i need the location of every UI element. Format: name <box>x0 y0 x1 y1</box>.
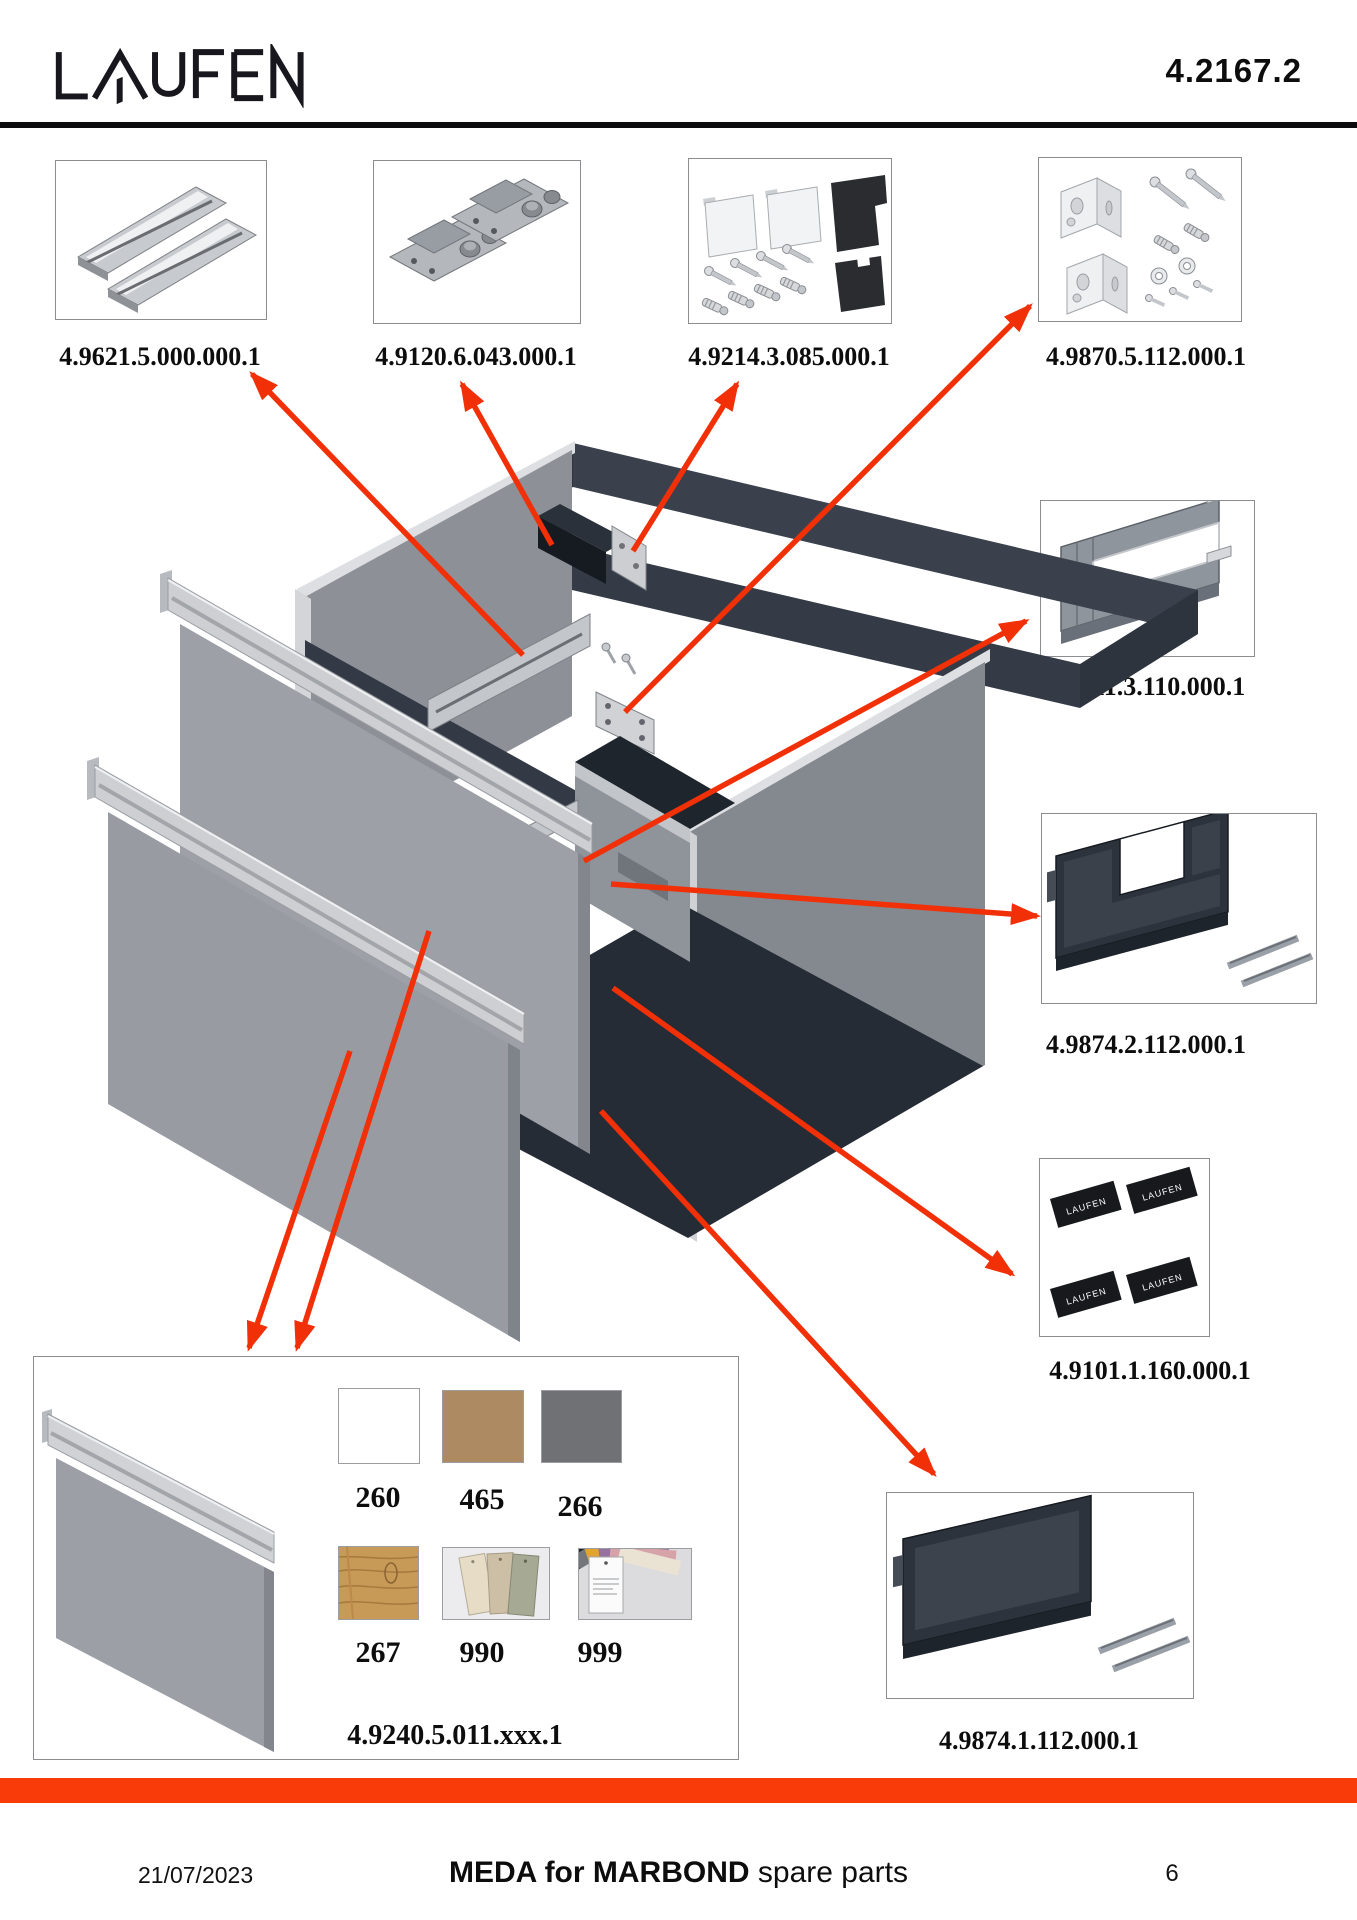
part-number: 4.9101.1.160.000.1 <box>1049 1356 1251 1385</box>
part-thumb-fixation-set <box>688 158 892 324</box>
footer-accent-bar <box>0 1778 1357 1803</box>
part-number: 4.9120.6.043.000.1 <box>375 342 577 371</box>
finish-swatch-260 <box>338 1388 420 1464</box>
paint-samples-icon <box>443 1548 549 1619</box>
part-number: 4.9874.1.112.000.1 <box>938 1726 1140 1755</box>
part-thumb-logo-stickers: LAUFEN LAUFEN LAUFEN LAUFEN <box>1039 1158 1210 1337</box>
part-thumb-drawer-mechanism <box>373 160 581 324</box>
finish-swatch-267-wood <box>338 1546 419 1620</box>
finish-swatch-266 <box>541 1390 622 1463</box>
finish-code: 260 <box>355 1481 401 1514</box>
footer-suffix: spare parts <box>749 1856 908 1889</box>
drawer-mechanism-icon <box>388 178 570 282</box>
part-number: 4.9874.2.112.000.1 <box>1045 1030 1247 1059</box>
finish-swatch-999-fan <box>578 1548 692 1620</box>
part-number: 4.9240.5.011.xxx.1 <box>347 1720 563 1751</box>
finish-code: 999 <box>577 1636 623 1669</box>
part-thumb-u-organizer <box>1040 500 1255 657</box>
bracket-set-icon <box>1060 168 1226 315</box>
finish-code: 465 <box>459 1483 505 1516</box>
drawer-box-icon <box>893 1494 1191 1673</box>
header-rule <box>0 122 1357 128</box>
callout-arrows <box>246 303 1041 1477</box>
footer-product: MEDA for MARBOND <box>449 1856 750 1889</box>
cabinet-carcass <box>87 441 1198 1342</box>
finish-swatch-465 <box>442 1390 524 1463</box>
laufen-logo <box>55 44 304 108</box>
part-number: 4.9214.3.085.000.1 <box>688 342 890 371</box>
finish-code: 267 <box>355 1636 401 1669</box>
logo-stickers-icon: LAUFEN LAUFEN LAUFEN LAUFEN <box>1050 1166 1198 1318</box>
part-number: 4.9611.3.110.000.1 <box>1046 672 1246 701</box>
part-thumb-inner-drawer <box>1041 813 1317 1004</box>
finish-code: 990 <box>459 1636 505 1669</box>
color-fan-icon <box>579 1549 691 1619</box>
part-thumb-drawer-rails <box>55 160 267 320</box>
footer-title: MEDA for MARBOND spare parts <box>0 1856 1357 1890</box>
finish-code: 266 <box>557 1490 603 1523</box>
part-number: 4.9621.5.000.000.1 <box>59 342 261 371</box>
u-organizer-icon <box>1060 501 1232 644</box>
footer-date: 21/07/2023 <box>138 1862 254 1888</box>
fixation-set-icon <box>701 175 887 316</box>
part-thumb-drawer-box <box>886 1492 1194 1699</box>
front-panel-icon <box>42 1409 275 1752</box>
inner-drawer-icon <box>1047 814 1314 988</box>
part-thumb-bracket-set <box>1038 157 1242 322</box>
part-number: 4.9870.5.112.000.1 <box>1045 342 1247 371</box>
drawer-rails-icon <box>76 186 258 313</box>
page-number: 6 <box>1165 1860 1179 1887</box>
finish-swatch-990-samples <box>442 1547 550 1620</box>
wood-texture-icon <box>339 1547 418 1619</box>
document-number: 4.2167.2 <box>1165 52 1302 89</box>
